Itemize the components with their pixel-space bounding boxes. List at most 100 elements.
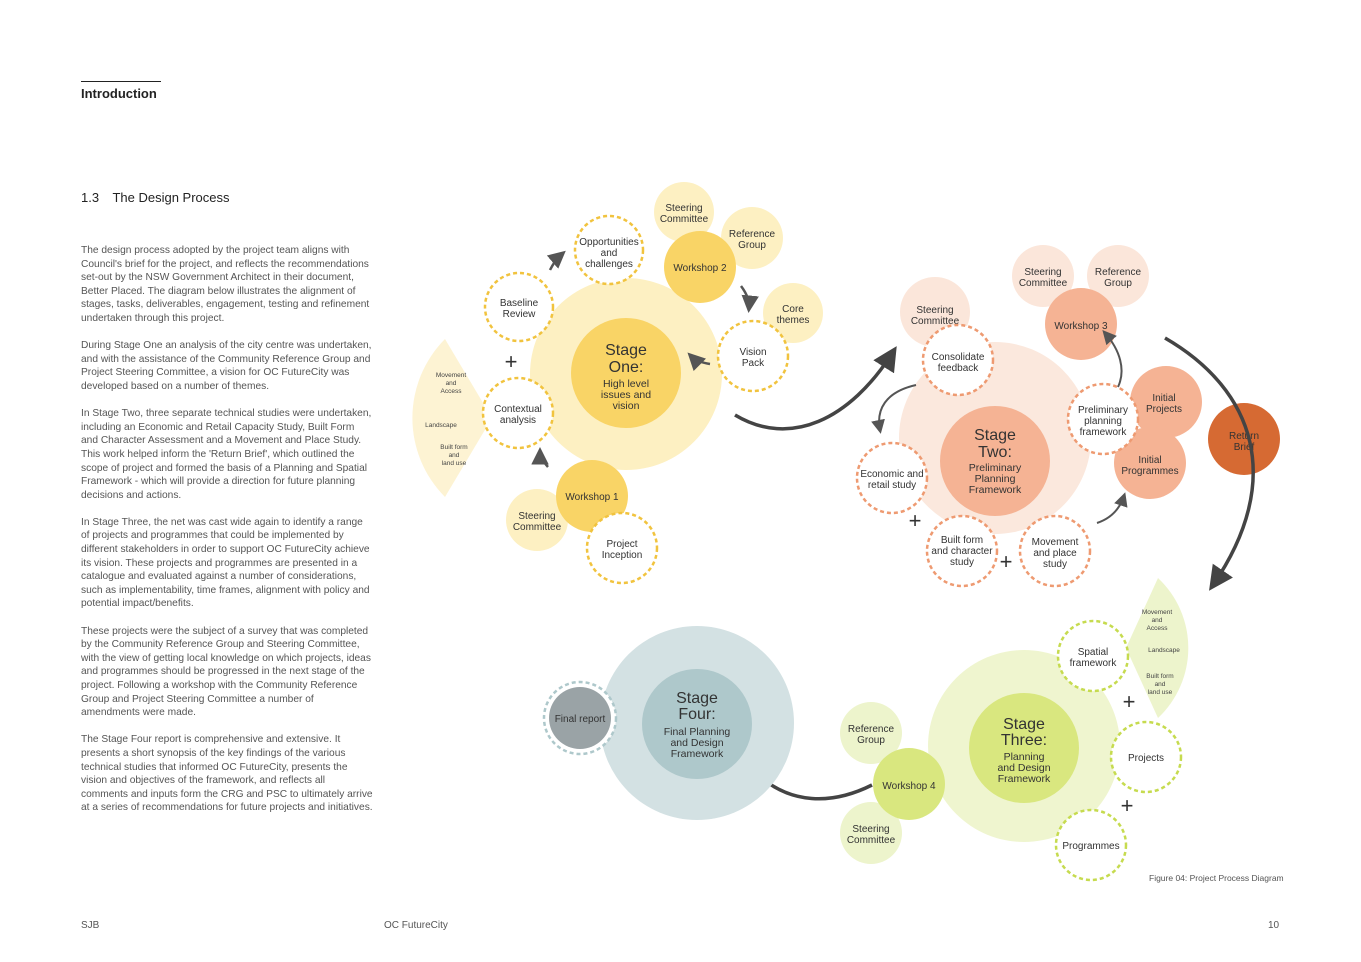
economic-line1: Economic and [860, 469, 923, 480]
stage-three-sub-line1: Planning [1004, 751, 1045, 763]
paragraph-5: These projects were the subject of a sur… [81, 625, 371, 719]
context-line2: analysis [500, 415, 536, 426]
paragraph-6: The Stage Four report is comprehensive a… [81, 734, 373, 814]
inception-line2: Inception [602, 550, 643, 561]
stage-one-sub-line2: issues and [601, 389, 651, 401]
stage-four-sub-line2: and Design [670, 737, 723, 749]
stage-one-group: + Steering Committee Reference Group Cor… [412, 182, 823, 585]
final-report-circle [549, 687, 611, 749]
projects-label: Projects [1128, 753, 1164, 764]
built-line3: study [950, 557, 974, 568]
fan3-built-line2: and [1155, 681, 1166, 688]
stage-one-title-line1: Stage [605, 342, 647, 359]
consolidate-line2: feedback [938, 363, 980, 374]
economic-line2: retail study [868, 480, 916, 491]
fan3-movement-line2: and [1152, 617, 1163, 624]
fan1-movement-line1: Movement [436, 372, 467, 379]
stage-three-plus-b: + [1121, 793, 1134, 818]
reference-group-2-circle [1087, 245, 1149, 307]
arrow-movement-to-preliminary [1096, 492, 1128, 524]
arrow-stage1-to-stage2 [734, 346, 897, 431]
workshop-1-label: Workshop 1 [565, 492, 619, 503]
stage-two-sub-line3: Framework [969, 484, 1022, 496]
arrow-workshop2-to-vision [739, 285, 759, 313]
stage-one-theme-fan [412, 339, 492, 497]
stage-three-title-line1: Stage [1003, 716, 1045, 733]
contextual-analysis-circle [481, 376, 555, 450]
spatial-line1: Spatial [1078, 647, 1109, 658]
stage-one-plus: + [505, 349, 518, 374]
stage-four-group: Final report Stage Four: Final Planning … [542, 626, 794, 820]
stage-two-title-line2: Two: [978, 444, 1012, 461]
preliminary-framework-circle [1066, 382, 1140, 456]
heading-number: 1.3 [81, 190, 100, 205]
stage-two-title-line1: Stage [974, 427, 1016, 444]
arrow-consolidate-to-economic [871, 384, 917, 434]
paragraph-3: In Stage Two, three separate technical s… [81, 408, 372, 501]
steering-2b-line2: Committee [1019, 278, 1068, 289]
movement-line1: Movement [1032, 537, 1079, 548]
inception-line1: Project [606, 539, 637, 550]
steering-2a-line1: Steering [916, 305, 953, 316]
consolidate-feedback-circle [921, 323, 995, 397]
paragraph-4: In Stage Three, the net was cast wide ag… [81, 516, 370, 610]
built-form-study-circle [925, 514, 999, 588]
stage-two-plus-b: + [1000, 549, 1013, 574]
core-themes-line2: themes [777, 315, 810, 326]
reference-2-line2: Group [1104, 278, 1132, 289]
opportunities-line1: Opportunities [579, 237, 638, 248]
section-heading: 1.3 The Design Process [81, 190, 230, 205]
programmes-circle [1054, 808, 1128, 882]
steering-3-line1: Steering [852, 824, 889, 835]
stage-two-core-circle [940, 406, 1050, 516]
return-brief-line1: Return [1229, 431, 1259, 442]
steering-1a-line1: Steering [665, 203, 702, 214]
steering-committee-2b-circle [1012, 245, 1074, 307]
fan3-movement-line3: Access [1147, 625, 1169, 632]
fan1-landscape: Landscape [425, 422, 457, 429]
stage-two-sub-line2: Planning [975, 473, 1016, 485]
body-text: The design process adopted by the projec… [81, 244, 373, 829]
fan1-built-line3: land use [442, 460, 467, 467]
arrow-stage2-to-stage3 [1164, 336, 1255, 591]
fan1-built-line1: Built form [440, 444, 467, 451]
stage-three-core-circle [969, 693, 1079, 803]
context-line1: Contextual [494, 404, 542, 415]
baseline-review-circle [483, 271, 555, 343]
initial-programmes-line1: Initial [1138, 455, 1161, 466]
initial-projects-line2: Projects [1146, 404, 1182, 415]
steering-committee-1a-circle [654, 182, 714, 242]
stage-three-sub-line2: and Design [997, 762, 1050, 774]
stage-three-group: + + Reference Group Steering Committee W… [840, 578, 1189, 882]
initial-projects-line1: Initial [1152, 393, 1175, 404]
vision-line1: Vision [739, 347, 766, 358]
stage-one-sub-line3: vision [613, 400, 640, 412]
heading-title: The Design Process [112, 190, 230, 205]
workshop-3-circle [1045, 288, 1117, 360]
initial-projects-circle [1130, 366, 1202, 438]
return-brief-circle [1208, 403, 1280, 475]
stage-two-sub-line1: Preliminary [969, 462, 1022, 474]
reference-group-3-circle [840, 702, 902, 764]
fan1-built-line2: and [449, 452, 460, 459]
spatial-framework-circle [1056, 619, 1130, 693]
return-brief-line2: Brief [1234, 442, 1255, 453]
arrow-preliminary-to-workshop3 [1102, 329, 1123, 388]
workshop-2-label: Workshop 2 [673, 263, 727, 274]
fan3-built-line3: land use [1148, 689, 1173, 696]
preliminary-line3: framework [1080, 427, 1128, 438]
core-themes-line1: Core [782, 304, 804, 315]
movement-place-study-circle [1018, 514, 1092, 588]
stage-one-core-circle [571, 318, 681, 428]
fan1-movement-line2: and [446, 380, 457, 387]
stage-three-theme-fan [1126, 578, 1189, 718]
fan3-built-line1: Built form [1146, 673, 1173, 680]
stage-two-plus-a: + [909, 508, 922, 533]
steering-1b-line2: Committee [513, 522, 562, 533]
preliminary-line1: Preliminary [1078, 405, 1128, 416]
spatial-line2: framework [1070, 658, 1118, 669]
stage-four-title-line1: Stage [676, 690, 718, 707]
reference-1-line2: Group [738, 240, 766, 251]
arrow-context-to-baseline [531, 447, 549, 468]
